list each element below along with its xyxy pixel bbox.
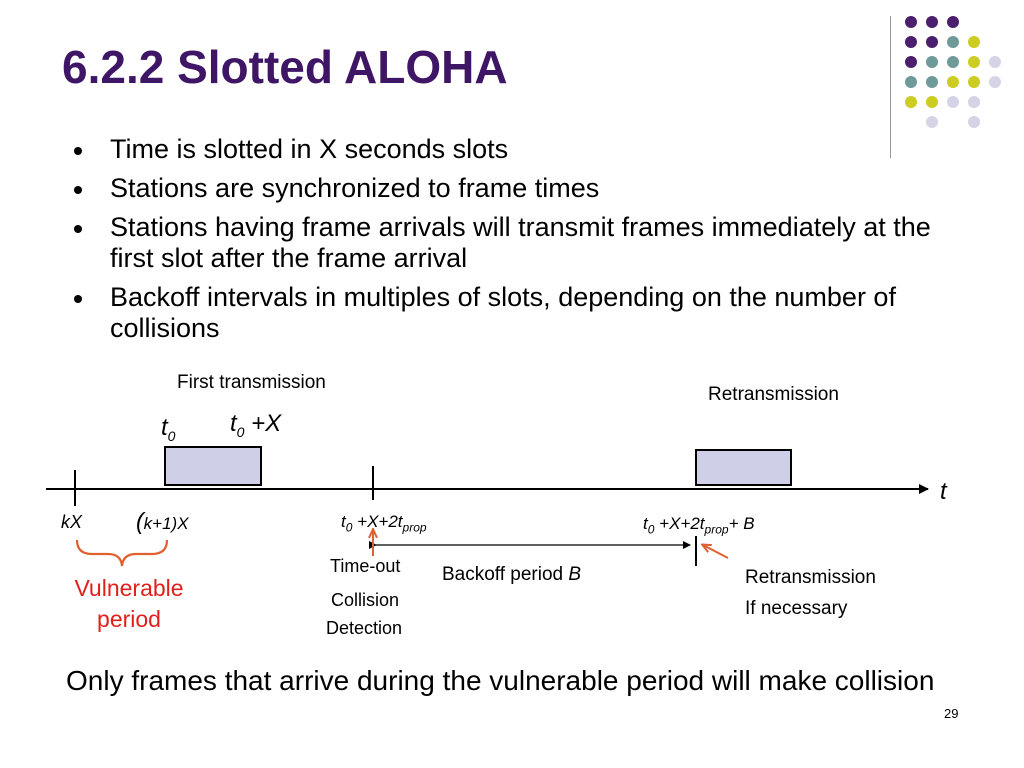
decorative-dot <box>926 96 938 108</box>
label-collision: Collision <box>331 590 400 610</box>
decorative-dot <box>968 96 980 108</box>
label-retransmission: Retransmission <box>708 384 839 405</box>
retx-arrow <box>703 545 729 559</box>
decorative-dot <box>968 56 980 68</box>
decorative-dot <box>905 76 917 88</box>
decorative-dot <box>947 56 959 68</box>
label-backoff-period: Backoff period B <box>442 564 582 585</box>
label-timeout: Time-out <box>330 556 401 576</box>
decorative-dot <box>905 16 917 28</box>
bullet-item: Stations having frame arrivals will tran… <box>72 212 972 274</box>
decorative-dot-grid <box>905 16 1009 136</box>
decorative-dot <box>947 76 959 88</box>
label-k-plus-1-x: (k+1)X <box>136 508 189 534</box>
decorative-dot <box>947 96 959 108</box>
bullet-list: Time is slotted in X seconds slots Stati… <box>72 134 972 352</box>
label-t0-plus-x: t0 +X <box>230 410 282 440</box>
page-number: 29 <box>944 706 959 721</box>
retx-frame-box <box>695 449 792 486</box>
decorative-dot <box>968 116 980 128</box>
decorative-dot <box>926 76 938 88</box>
header-divider <box>890 16 891 158</box>
bullet-item: Time is slotted in X seconds slots <box>72 134 972 165</box>
bullet-item: Backoff intervals in multiples of slots,… <box>72 282 972 344</box>
decorative-dot <box>989 76 1001 88</box>
decorative-dot <box>905 56 917 68</box>
decorative-dot <box>926 16 938 28</box>
decorative-dot <box>926 116 938 128</box>
decorative-dot <box>968 36 980 48</box>
label-retx-time: t0 +X+2tprop+ B <box>643 514 755 537</box>
vulnerable-brace <box>75 539 169 567</box>
label-detection: Detection <box>326 618 403 638</box>
decorative-dot <box>926 56 938 68</box>
slide-title: 6.2.2 Slotted ALOHA <box>62 41 508 93</box>
label-kx: kX <box>61 512 83 532</box>
first-frame-box <box>164 446 262 486</box>
decorative-dot <box>905 36 917 48</box>
decorative-dot <box>926 36 938 48</box>
label-axis-t: t <box>940 478 947 505</box>
decorative-dot <box>947 36 959 48</box>
decorative-dot <box>947 16 959 28</box>
decorative-dot <box>905 96 917 108</box>
label-first-transmission: First transmission <box>177 372 326 393</box>
conclusion-text: Only frames that arrive during the vulne… <box>66 665 935 696</box>
bullet-item: Stations are synchronized to frame times <box>72 173 972 204</box>
decorative-dot <box>989 56 1001 68</box>
label-t0: t0 <box>161 414 176 444</box>
label-timeout-time: t0 +X+2tprop <box>341 512 427 535</box>
decorative-dot <box>968 76 980 88</box>
